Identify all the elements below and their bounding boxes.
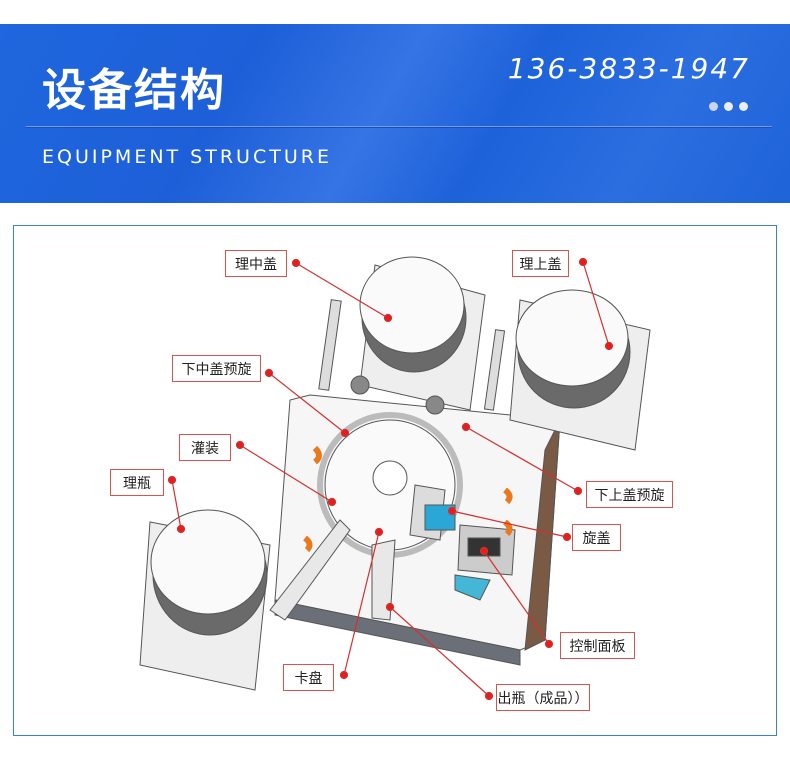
page-title: 设备结构	[42, 65, 226, 116]
label-bottle-output: 出瓶（成品））	[496, 684, 590, 711]
leader-lines	[167, 257, 614, 701]
label-capping: 旋盖	[572, 524, 621, 551]
phone-number: 136-3833-1947	[507, 52, 750, 85]
label-bottle-sorting: 理瓶	[110, 469, 164, 496]
label-top-cap-prespin: 下上盖预旋	[586, 481, 673, 508]
divider	[26, 126, 772, 127]
page-subtitle: EQUIPMENT STRUCTURE	[42, 146, 332, 168]
diagram-frame	[13, 225, 777, 736]
label-middle-cap-prespin: 下中盖预旋	[172, 355, 261, 382]
label-filling: 灌装	[179, 434, 231, 461]
label-top-cap-sorting: 理上盖	[512, 250, 569, 277]
label-control-panel: 控制面板	[560, 632, 635, 659]
dots-decoration	[709, 102, 748, 111]
label-middle-cap-sorting: 理中盖	[225, 250, 287, 277]
label-chuck-plate: 卡盘	[283, 664, 334, 691]
header-banner: 设备结构 136-3833-1947 EQUIPMENT STRUCTURE	[0, 24, 790, 203]
